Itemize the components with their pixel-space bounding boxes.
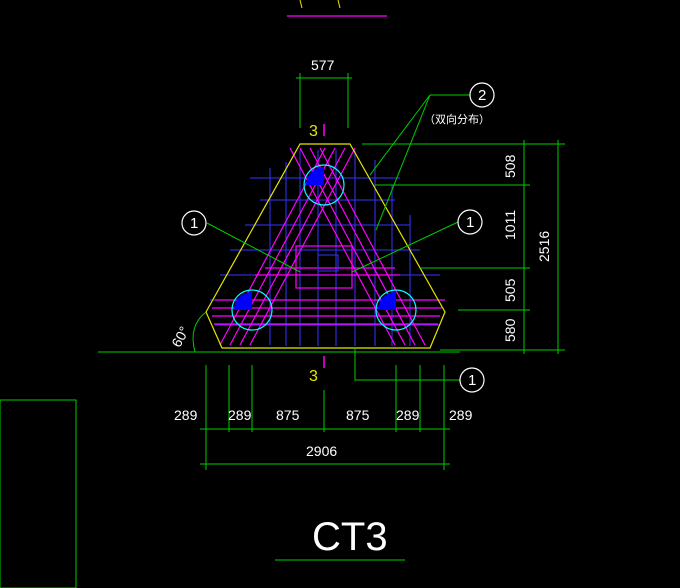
pile-top-fill <box>306 167 324 185</box>
center-column-outline <box>295 245 353 289</box>
dim-bottom-2: 289 <box>228 407 252 423</box>
callout-1-right: 1 <box>457 209 483 235</box>
dim-bottom-6: 289 <box>449 407 473 423</box>
callout-1-left: 1 <box>181 210 207 236</box>
svg-text:1: 1 <box>466 214 474 231</box>
dim-right-4: 580 <box>502 318 518 342</box>
dim-bottom-total: 2906 <box>306 443 337 459</box>
drawing-title: CT3 <box>312 515 388 559</box>
dim-bottom-1: 289 <box>174 407 198 423</box>
dim-bottom-3: 875 <box>276 407 300 423</box>
dim-right-2: 1011 <box>502 210 518 240</box>
angle-arc <box>192 311 207 353</box>
dim-bottom-5: 289 <box>396 407 420 423</box>
svg-text:2: 2 <box>478 87 486 104</box>
pile-right-fill <box>378 292 396 310</box>
dim-top <box>296 73 352 128</box>
callout-2: 2 <box>469 82 495 108</box>
section-mark-bottom: 3 <box>309 368 318 385</box>
pile-right <box>375 289 417 331</box>
dim-right-1: 508 <box>502 154 518 178</box>
dim-right-3: 505 <box>502 278 518 302</box>
dim-right-lines <box>362 140 565 354</box>
angle-label: 60° <box>168 324 192 350</box>
pile-left-fill <box>234 292 252 310</box>
callout-1-bottom: 1 <box>459 367 485 393</box>
dim-bottom-4: 875 <box>346 407 370 423</box>
section-mark-top: 3 <box>309 123 318 140</box>
leader-lines <box>206 94 478 381</box>
center-column-core <box>317 254 339 272</box>
adjacent-frame <box>0 399 77 588</box>
callout-note: （双向分布） <box>424 112 490 126</box>
top-title-remnant <box>299 0 341 9</box>
dim-right-total: 2516 <box>536 231 552 262</box>
dim-top-label: 577 <box>311 57 335 73</box>
pile-top <box>303 164 345 206</box>
svg-text:1: 1 <box>190 215 198 232</box>
piles <box>231 164 417 331</box>
pile-left <box>231 289 273 331</box>
dim-bottom-lines <box>200 365 450 470</box>
svg-text:1: 1 <box>468 372 476 389</box>
